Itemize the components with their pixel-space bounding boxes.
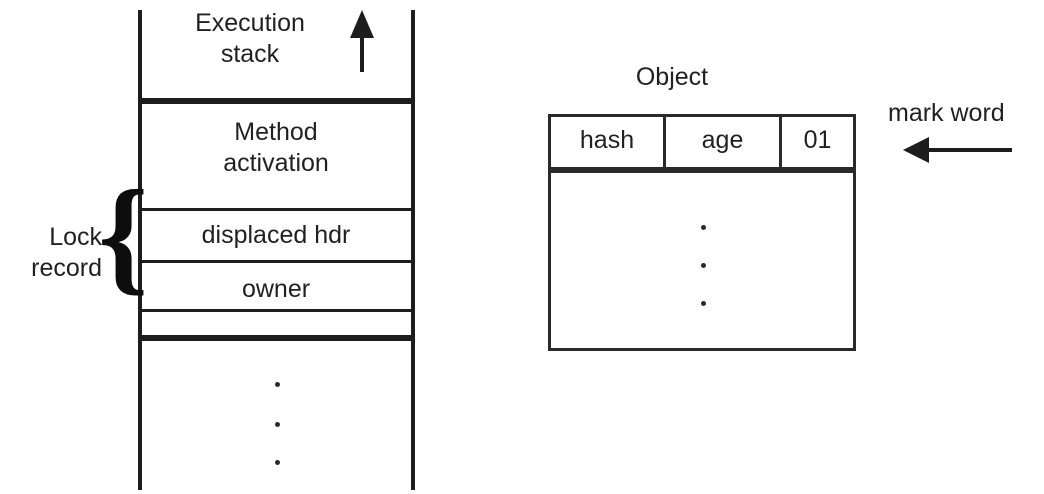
mark-word-annotation-label: mark word [888, 99, 1005, 127]
stack-dot-2 [275, 422, 280, 427]
execution-stack-diagram: Execution stack Method activation displa… [0, 0, 440, 494]
mark-word-arrow-shaft [927, 148, 1012, 152]
object-dot-1 [701, 225, 706, 230]
lock-record-annotation-line2: record [31, 254, 102, 282]
frame-method-activation-line2: activation [223, 149, 329, 177]
object-title: Object [635, 63, 709, 91]
object-cell-hash: hash [579, 126, 635, 154]
stack-dot-3 [275, 460, 280, 465]
lock-record-displaced-hdr-bottom-rule [138, 260, 415, 263]
lock-record-owner-bottom-rule [138, 309, 415, 312]
lock-record-annotation-line1: Lock [49, 223, 102, 251]
object-cell-divider-1 [663, 117, 666, 167]
frame-method-activation-label: Method activation [148, 117, 404, 179]
mark-word-arrow-head [903, 137, 929, 163]
lock-record-annotation-label: Lock record [0, 222, 102, 284]
stack-right-border [411, 10, 415, 490]
stack-dot-1 [275, 382, 280, 387]
object-cell-age: age [701, 126, 744, 154]
stack-left-border [138, 10, 142, 490]
object-mark-word-row: hash age 01 [548, 114, 856, 170]
stack-growth-arrow-shaft [360, 34, 364, 72]
execution-stack-label-line2: stack [220, 40, 280, 68]
object-cell-divider-2 [779, 117, 782, 167]
object-body [548, 170, 856, 351]
object-cell-tag-bits: 01 [803, 126, 832, 154]
object-dot-2 [701, 263, 706, 268]
frame-method-activation-bottom-rule [138, 208, 415, 211]
lock-record-brace: { [98, 164, 149, 306]
object-dot-3 [701, 301, 706, 306]
stack-growth-arrow-head [350, 10, 374, 38]
lock-record-displaced-hdr-label: displaced hdr [201, 221, 351, 249]
execution-stack-label: Execution stack [150, 8, 350, 70]
execution-stack-label-line1: Execution [195, 9, 305, 37]
stack-header-separator [138, 98, 415, 104]
lock-record-owner-label: owner [241, 275, 311, 303]
frame-method-activation-line1: Method [234, 118, 318, 146]
stack-lower-separator [138, 335, 415, 341]
